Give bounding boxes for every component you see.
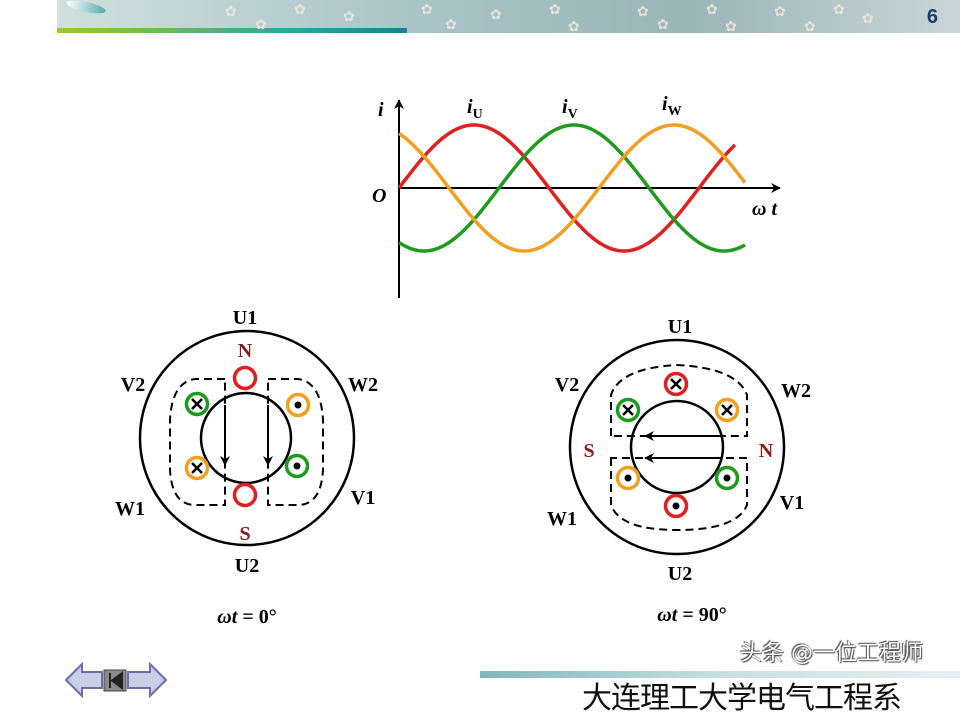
flower-icon: ✿ xyxy=(294,2,306,18)
flux-path-bottom xyxy=(610,457,748,532)
wave-iw xyxy=(397,123,747,253)
terminal-v2: V2 xyxy=(555,374,579,396)
flower-icon: ✿ xyxy=(549,2,561,18)
conductor-w2 xyxy=(714,397,740,423)
terminal-v1: V1 xyxy=(780,492,804,514)
flux-path-right xyxy=(267,378,324,506)
series-label-iu: iU xyxy=(467,96,483,122)
flower-icon: ✿ xyxy=(706,2,718,18)
stator-diagram-90deg: U1 V2 W2 S N W1 V1 U2 ωt = 90° xyxy=(547,316,811,626)
footer-bar xyxy=(480,671,960,678)
pole-s: S xyxy=(583,440,594,462)
conductor-v1 xyxy=(284,453,310,479)
conductor-u1 xyxy=(663,371,689,397)
flux-path-top xyxy=(610,363,748,437)
footer-institution: 大连理工大学电气工程系 xyxy=(582,681,902,716)
flower-icon: ✿ xyxy=(225,4,237,20)
current-out-icon xyxy=(672,502,680,510)
rotor xyxy=(199,391,293,485)
waveform-graph: i O ω t iU iV iW xyxy=(372,93,781,298)
flower-icon: ✿ xyxy=(445,17,457,33)
origin-label: O xyxy=(372,185,386,207)
current-into-icon xyxy=(191,398,203,410)
flower-icon: ✿ xyxy=(725,19,737,35)
conductor-w1 xyxy=(615,465,641,491)
current-into-icon xyxy=(191,462,203,474)
watermark: 头条 @一位工程师 xyxy=(740,641,923,666)
terminal-w1: W1 xyxy=(115,498,145,520)
terminal-u2: U2 xyxy=(668,563,692,585)
terminal-w2: W2 xyxy=(348,374,378,396)
current-out-icon xyxy=(293,462,301,470)
flower-icon: ✿ xyxy=(255,17,267,33)
conductor-v2 xyxy=(615,397,641,423)
flower-icon: ✿ xyxy=(833,2,845,18)
current-out-icon xyxy=(294,401,302,409)
next-arrow-icon[interactable] xyxy=(127,661,168,699)
y-axis-label: i xyxy=(378,99,384,121)
flower-icon: ✿ xyxy=(804,19,816,35)
caption-90deg: ωt = 90° xyxy=(657,604,726,626)
pole-n: N xyxy=(238,340,253,362)
terminal-v2: V2 xyxy=(121,374,145,396)
header-strip xyxy=(57,28,407,33)
flower-icon: ✿ xyxy=(343,9,355,25)
terminal-u2: U2 xyxy=(235,555,259,577)
current-into-icon xyxy=(622,404,634,416)
flower-icon: ✿ xyxy=(490,7,502,23)
pole-s: S xyxy=(239,523,250,545)
page-number: 6 xyxy=(926,6,938,28)
current-out-icon xyxy=(624,474,632,482)
terminal-u1: U1 xyxy=(233,307,257,329)
conductor-u2 xyxy=(232,482,258,508)
flower-icon: ✿ xyxy=(421,2,433,18)
first-slide-button[interactable] xyxy=(103,669,127,692)
flower-icon: ✿ xyxy=(862,11,874,27)
slide-navigation xyxy=(64,661,168,699)
pole-n: N xyxy=(759,440,774,462)
x-axis-label: ω t xyxy=(752,198,778,220)
conductor-w2 xyxy=(285,392,311,418)
wave-iv xyxy=(398,123,746,253)
conductor-v1 xyxy=(714,465,740,491)
flower-icon: ✿ xyxy=(637,4,649,20)
terminal-w1: W1 xyxy=(547,508,577,530)
conductor-u1 xyxy=(232,365,258,391)
flower-icon: ✿ xyxy=(774,4,786,20)
conductor-w1 xyxy=(184,455,210,481)
flux-path-left xyxy=(169,378,226,506)
current-out-icon xyxy=(723,474,731,482)
header-banner xyxy=(57,0,960,33)
stator-diagram-0deg: U1 N V2 W2 W1 V1 S U2 ωt = 0° xyxy=(115,307,378,628)
flower-icon: ✿ xyxy=(568,19,580,35)
current-into-icon xyxy=(721,404,733,416)
terminal-v1: V1 xyxy=(351,487,375,509)
terminal-w2: W2 xyxy=(781,380,811,402)
series-label-iv: iV xyxy=(562,96,578,122)
conductor-v2 xyxy=(184,391,210,417)
current-into-icon xyxy=(670,378,682,390)
flower-icon: ✿ xyxy=(657,17,669,33)
stator-outer xyxy=(138,329,356,547)
terminal-u1: U1 xyxy=(668,316,692,338)
caption-0deg: ωt = 0° xyxy=(217,606,276,628)
series-label-iw: iW xyxy=(662,93,682,119)
conductor-u2 xyxy=(663,493,689,519)
rotor xyxy=(629,399,725,495)
previous-arrow-icon[interactable] xyxy=(64,661,103,699)
wave-iu xyxy=(397,123,737,253)
stator-outer xyxy=(568,338,786,556)
